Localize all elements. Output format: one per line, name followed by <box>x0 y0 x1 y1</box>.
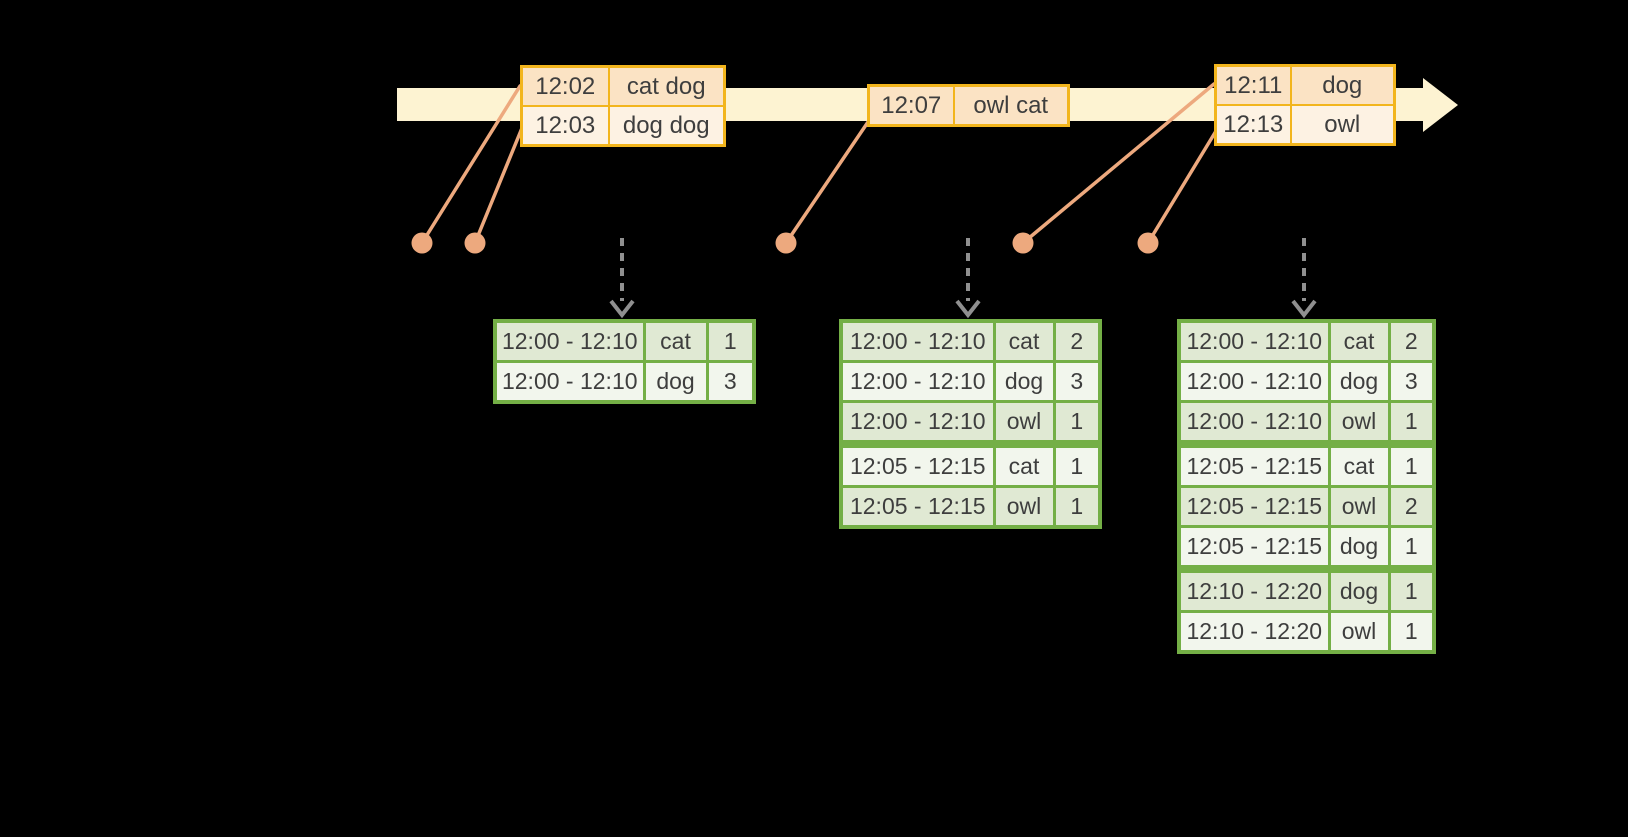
table-row: 12:00 - 12:10 cat 2 <box>839 319 1102 363</box>
word-cell: owl <box>1327 485 1391 528</box>
window-cell: 12:00 - 12:10 <box>839 319 996 363</box>
table-row: 12:00 - 12:10 cat 2 <box>1177 319 1436 363</box>
count-cell: 3 <box>1052 360 1102 403</box>
down-arrow-icon <box>955 238 981 319</box>
time-cell: 12:03 <box>520 105 610 147</box>
window-cell: 12:05 - 12:15 <box>839 442 996 488</box>
table-row: 12:13 owl <box>1214 104 1396 146</box>
table-row: 12:05 - 12:15 cat 1 <box>1177 442 1436 488</box>
window-cell: 12:05 - 12:15 <box>1177 442 1331 488</box>
connector-line <box>420 84 522 245</box>
time-cell: 12:02 <box>520 65 610 107</box>
window-cell: 12:00 - 12:10 <box>493 360 646 404</box>
time-cell: 12:11 <box>1214 64 1292 106</box>
words-cell: dog <box>1289 64 1396 106</box>
event-table-1: 12:02 cat dog 12:03 dog dog <box>520 65 726 147</box>
words-cell: cat dog <box>607 65 726 107</box>
window-cell: 12:05 - 12:15 <box>1177 525 1331 573</box>
word-cell: cat <box>1327 319 1391 363</box>
word-cell: owl <box>992 400 1056 448</box>
timeline-arrowhead-icon <box>1423 78 1458 132</box>
table-row: 12:05 - 12:15 owl 1 <box>839 485 1102 529</box>
word-cell: dog <box>1327 360 1391 403</box>
window-cell: 12:00 - 12:10 <box>1177 319 1331 363</box>
table-row: 12:05 - 12:15 cat 1 <box>839 442 1102 488</box>
result-table-3: 12:00 - 12:10 cat 2 12:00 - 12:10 dog 3 … <box>1177 319 1436 654</box>
table-row: 12:00 - 12:10 dog 3 <box>493 360 756 404</box>
window-cell: 12:00 - 12:10 <box>1177 400 1331 448</box>
result-table-1: 12:00 - 12:10 cat 1 12:00 - 12:10 dog 3 <box>493 319 756 404</box>
table-row: 12:00 - 12:10 cat 1 <box>493 319 756 363</box>
connector-line <box>784 120 870 245</box>
count-cell: 2 <box>1387 319 1436 363</box>
window-cell: 12:00 - 12:10 <box>839 360 996 403</box>
event-dot <box>1012 232 1034 254</box>
words-cell: dog dog <box>607 105 726 147</box>
event-dot <box>464 232 486 254</box>
event-dot <box>411 232 433 254</box>
down-arrow-icon <box>1291 238 1317 319</box>
word-cell: dog <box>642 360 709 404</box>
word-cell: dog <box>1327 525 1391 573</box>
down-arrow-icon <box>609 238 635 319</box>
count-cell: 1 <box>1052 485 1102 529</box>
count-cell: 1 <box>705 319 756 363</box>
count-cell: 1 <box>1052 400 1102 448</box>
time-cell: 12:07 <box>867 84 955 127</box>
count-cell: 1 <box>1052 442 1102 488</box>
count-cell: 3 <box>1387 360 1436 403</box>
count-cell: 1 <box>1387 525 1436 573</box>
word-cell: cat <box>992 442 1056 488</box>
table-row: 12:10 - 12:20 dog 1 <box>1177 567 1436 613</box>
count-cell: 3 <box>705 360 756 404</box>
table-row: 12:00 - 12:10 owl 1 <box>839 400 1102 448</box>
word-cell: cat <box>1327 442 1391 488</box>
words-cell: owl cat <box>952 84 1070 127</box>
event-table-2: 12:07 owl cat <box>867 84 1070 127</box>
trigger-arrows <box>609 238 1317 319</box>
count-cell: 1 <box>1387 400 1436 448</box>
word-cell: dog <box>992 360 1056 403</box>
window-cell: 12:00 - 12:10 <box>1177 360 1331 403</box>
window-cell: 12:10 - 12:20 <box>1177 567 1331 613</box>
table-row: 12:07 owl cat <box>867 84 1070 127</box>
table-row: 12:02 cat dog <box>520 65 726 107</box>
count-cell: 1 <box>1387 442 1436 488</box>
words-cell: owl <box>1289 104 1396 146</box>
connector-line <box>1021 82 1216 245</box>
table-row: 12:03 dog dog <box>520 105 726 147</box>
time-cell: 12:13 <box>1214 104 1292 146</box>
table-row: 12:05 - 12:15 owl 2 <box>1177 485 1436 528</box>
event-dot <box>775 232 797 254</box>
window-cell: 12:00 - 12:10 <box>493 319 646 363</box>
word-cell: dog <box>1327 567 1391 613</box>
table-row: 12:00 - 12:10 dog 3 <box>1177 360 1436 403</box>
event-table-3: 12:11 dog 12:13 owl <box>1214 64 1396 146</box>
count-cell: 2 <box>1387 485 1436 528</box>
word-cell: cat <box>642 319 709 363</box>
connector-line <box>1146 129 1218 245</box>
result-table-2: 12:00 - 12:10 cat 2 12:00 - 12:10 dog 3 … <box>839 319 1102 529</box>
event-dot <box>1137 232 1159 254</box>
word-cell: cat <box>992 319 1056 363</box>
table-row: 12:00 - 12:10 owl 1 <box>1177 400 1436 448</box>
connector-line <box>473 126 524 245</box>
window-cell: 12:05 - 12:15 <box>839 485 996 529</box>
table-row: 12:00 - 12:10 dog 3 <box>839 360 1102 403</box>
word-cell: owl <box>1327 400 1391 448</box>
window-cell: 12:05 - 12:15 <box>1177 485 1331 528</box>
table-row: 12:05 - 12:15 dog 1 <box>1177 525 1436 573</box>
event-dots <box>411 232 1159 254</box>
table-row: 12:10 - 12:20 owl 1 <box>1177 610 1436 654</box>
count-cell: 1 <box>1387 567 1436 613</box>
count-cell: 1 <box>1387 610 1436 654</box>
word-cell: owl <box>1327 610 1391 654</box>
word-cell: owl <box>992 485 1056 529</box>
table-row: 12:11 dog <box>1214 64 1396 106</box>
window-cell: 12:00 - 12:10 <box>839 400 996 448</box>
event-connector-lines <box>420 82 1218 245</box>
window-cell: 12:10 - 12:20 <box>1177 610 1331 654</box>
count-cell: 2 <box>1052 319 1102 363</box>
